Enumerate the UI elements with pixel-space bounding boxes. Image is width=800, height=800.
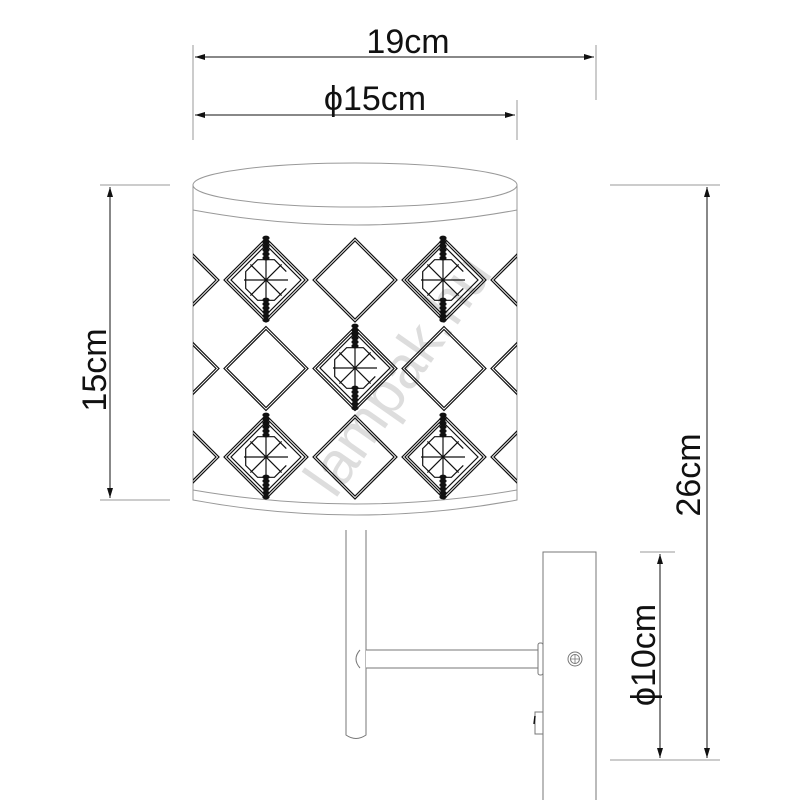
pattern-diamond xyxy=(193,325,220,412)
pattern-diamond xyxy=(193,328,217,409)
pattern-diamond xyxy=(493,328,517,409)
pattern-diamond xyxy=(401,325,487,412)
pattern-diamond xyxy=(193,237,220,323)
pattern-diamond xyxy=(493,417,517,497)
pattern-diamond xyxy=(404,328,484,409)
label-total-height: 26cm xyxy=(670,433,708,516)
lamp-shade xyxy=(192,162,518,516)
pattern-diamond xyxy=(46,238,130,322)
pattern-diamond xyxy=(493,240,517,320)
label-base-diameter: ϕ10cm xyxy=(625,604,663,706)
pattern-diamond xyxy=(193,414,220,500)
pattern-diamond xyxy=(315,417,395,497)
pattern-diamond xyxy=(193,417,217,497)
pattern-diamond xyxy=(312,414,398,500)
pattern-diamond xyxy=(315,240,395,320)
crystal-ornament xyxy=(230,412,302,500)
pattern-diamond xyxy=(223,325,309,412)
label-shade-height: 15cm xyxy=(76,328,114,411)
diamond-pattern xyxy=(46,235,517,500)
pattern-diamond xyxy=(490,414,517,500)
pattern-diamond xyxy=(312,325,398,412)
pattern-diamond xyxy=(49,241,127,319)
pattern-diamond xyxy=(46,415,130,499)
crystal-ornament xyxy=(407,412,479,500)
crystal-ornament xyxy=(319,323,391,411)
wall-plate xyxy=(533,551,597,800)
pattern-diamond xyxy=(49,418,127,496)
crystal-ornament xyxy=(407,235,479,323)
label-total-width: 19cm xyxy=(366,23,449,61)
pattern-diamond xyxy=(226,328,306,409)
lamp-arm xyxy=(345,530,544,739)
crystal-ornament xyxy=(230,235,302,323)
pattern-diamond xyxy=(193,240,217,320)
pattern-diamond xyxy=(490,325,517,412)
pattern-diamond xyxy=(312,237,398,323)
label-shade-diameter: ϕ15cm xyxy=(324,80,426,118)
pattern-diamond xyxy=(490,237,517,323)
